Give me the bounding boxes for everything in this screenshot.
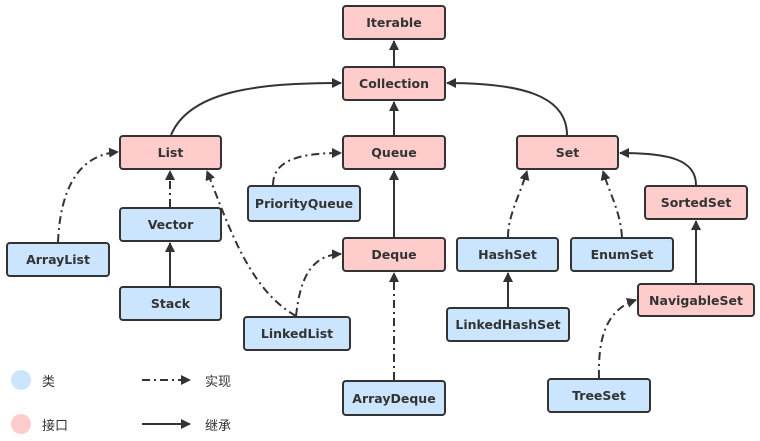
node-collection[interactable]: Collection [342, 66, 446, 101]
edge-hashset-to-set [507, 170, 530, 238]
node-priorityqueue[interactable]: PriorityQueue [247, 185, 361, 222]
node-label: HashSet [478, 247, 537, 262]
node-label: TreeSet [572, 388, 626, 403]
node-iterable[interactable]: Iterable [342, 5, 446, 40]
node-label: Set [555, 145, 580, 160]
node-label: ArrayList [26, 252, 90, 267]
node-label: ArrayDeque [352, 390, 436, 406]
node-arraylist[interactable]: ArrayList [6, 242, 110, 277]
node-label: List [157, 145, 184, 160]
node-vector[interactable]: Vector [119, 207, 222, 242]
node-label: LinkedHashSet [455, 317, 561, 332]
node-label: Stack [150, 296, 191, 311]
node-deque[interactable]: Deque [342, 237, 446, 272]
node-label: Collection [359, 76, 429, 91]
legend-interface-dot [11, 414, 31, 434]
edge-linkedlist-to-list [205, 170, 297, 317]
node-label: Vector [147, 217, 194, 232]
edge-priorityqueue-to-queue [272, 148, 342, 186]
legend-class-label: 类 [42, 375, 56, 390]
node-list[interactable]: List [119, 135, 222, 170]
edge-enumset-to-set [600, 170, 623, 238]
node-label: NavigableSet [649, 292, 743, 308]
node-set[interactable]: Set [516, 135, 619, 170]
node-stack[interactable]: Stack [119, 286, 222, 321]
edge-linkedlist-to-deque [295, 249, 342, 317]
node-enumset[interactable]: EnumSet [570, 237, 674, 272]
edge-treeset-to-navigableset [597, 298, 637, 379]
node-label: PriorityQueue [254, 196, 354, 211]
edge-list-to-collection [170, 78, 342, 136]
node-queue[interactable]: Queue [342, 135, 446, 170]
node-label: LinkedList [260, 326, 334, 341]
node-label: EnumSet [590, 247, 654, 262]
legend-interface-label: 接口 [42, 419, 69, 434]
legend-inherit-label: 继承 [205, 419, 232, 434]
node-linkedlist[interactable]: LinkedList [243, 316, 351, 351]
legend-class-dot [11, 370, 31, 390]
node-hashset[interactable]: HashSet [456, 237, 559, 272]
edge-sortedset-to-set [619, 148, 697, 186]
edge-arraylist-to-list [57, 147, 119, 243]
node-navigableset[interactable]: NavigableSet [637, 283, 755, 317]
node-label: Iterable [366, 15, 422, 30]
node-sortedset[interactable]: SortedSet [644, 185, 748, 220]
node-label: SortedSet [660, 195, 732, 210]
node-linkedhashset[interactable]: LinkedHashSet [446, 307, 570, 342]
legend-implement-label: 实现 [205, 375, 232, 390]
node-label: Queue [371, 145, 417, 160]
node-treeset[interactable]: TreeSet [547, 378, 651, 413]
edge-set-to-collection [446, 78, 568, 136]
node-arraydeque[interactable]: ArrayDeque [342, 380, 446, 416]
node-label: Deque [371, 247, 417, 262]
